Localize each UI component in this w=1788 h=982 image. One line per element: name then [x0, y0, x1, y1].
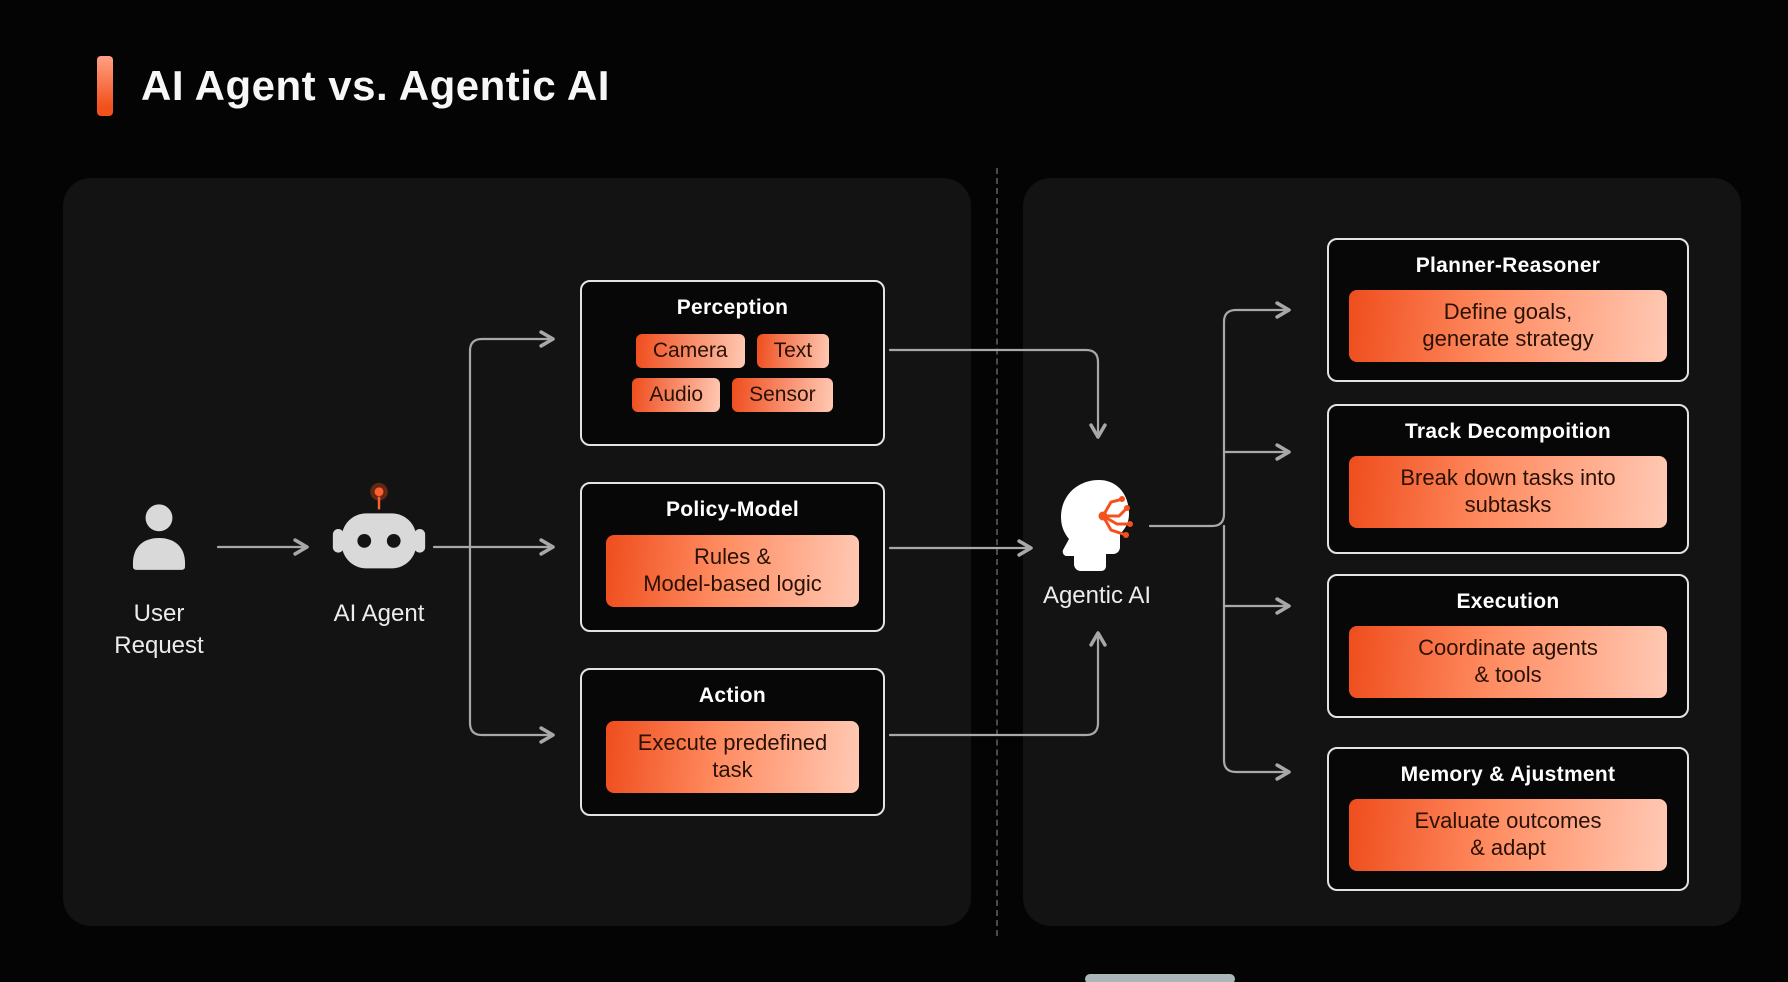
action-box: Action Execute predefined task — [580, 668, 885, 816]
title-accent-bar — [97, 56, 113, 116]
planner-reasoner-title: Planner-Reasoner — [1415, 254, 1601, 277]
perception-title: Perception — [676, 296, 789, 319]
page-title: AI Agent vs. Agentic AI — [141, 62, 610, 109]
perception-box: Perception Camera Text Audio Sensor — [580, 280, 885, 446]
memory-adjustment-body: Evaluate outcomes & adapt — [1349, 799, 1667, 871]
track-decomposition-title: Track Decompoition — [1404, 420, 1612, 443]
track-decomposition-box: Track Decompoition Break down tasks into… — [1327, 404, 1689, 554]
policy-model-box: Policy-Model Rules & Model-based logic — [580, 482, 885, 632]
panel-divider — [996, 168, 998, 936]
user-actor — [117, 496, 201, 585]
planner-reasoner-body: Define goals, generate strategy — [1349, 290, 1667, 362]
track-decomposition-body: Break down tasks into subtasks — [1349, 456, 1667, 528]
policy-model-title: Policy-Model — [665, 498, 800, 521]
agentic-ai-label: Agentic AI — [1042, 582, 1152, 609]
execution-title: Execution — [1456, 590, 1560, 613]
bottom-indicator — [1085, 974, 1235, 982]
chip-text: Text — [756, 334, 830, 368]
planner-reasoner-box: Planner-Reasoner Define goals, generate … — [1327, 238, 1689, 382]
policy-model-body: Rules & Model-based logic — [606, 535, 859, 607]
action-title: Action — [698, 684, 767, 707]
ai-agent-label: AI Agent — [333, 600, 425, 627]
ai-agent-actor — [325, 478, 433, 591]
action-body: Execute predefined task — [606, 721, 859, 793]
chip-camera: Camera — [635, 334, 745, 368]
head-circuit-icon — [1061, 480, 1133, 571]
memory-adjustment-title: Memory & Ajustment — [1400, 763, 1616, 786]
chip-audio: Audio — [632, 378, 721, 412]
memory-adjustment-box: Memory & Ajustment Evaluate outcomes & a… — [1327, 747, 1689, 891]
perception-chips: Camera Text Audio Sensor — [608, 334, 857, 412]
agentic-ai-actor — [1047, 476, 1147, 581]
header: AI Agent vs. Agentic AI — [97, 56, 610, 116]
execution-box: Execution Coordinate agents & tools — [1327, 574, 1689, 718]
user-request-label: User Request — [114, 600, 204, 660]
robot-icon — [332, 482, 426, 569]
user-icon — [132, 504, 186, 570]
execution-body: Coordinate agents & tools — [1349, 626, 1667, 698]
chip-sensor: Sensor — [732, 378, 833, 412]
